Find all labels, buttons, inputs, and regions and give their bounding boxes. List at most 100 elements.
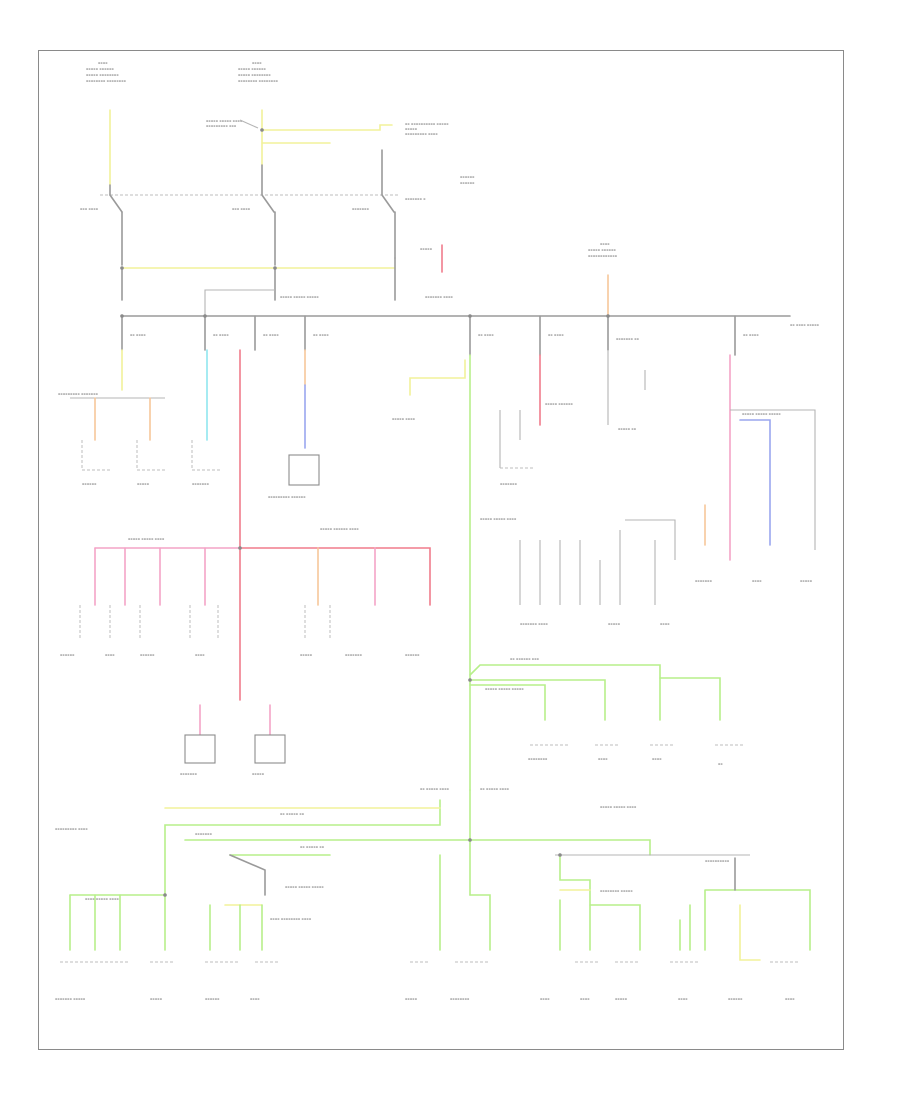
module-a-outline	[81, 440, 112, 471]
module-e-label: ▪▪▪▪▪▪▪	[180, 772, 198, 776]
lower-label-2: ▪▪ ▪▪▪▪▪ ▪▪▪▪	[480, 787, 510, 791]
diagram-frame	[38, 50, 844, 1050]
wire-green-right-branch-2	[469, 679, 606, 721]
fuse-feed-text-right-1: ▪▪▪▪▪ ▪▪▪▪▪▪	[588, 248, 616, 252]
harness-module-label-7: ▪▪▪▪▪▪	[405, 653, 420, 657]
green-branch-label: ▪▪ ▪▪▪▪▪▪ ▪▪▪	[510, 657, 540, 661]
bus-bracket	[204, 289, 275, 316]
fuse-label-2: ▪▪ ▪▪▪▪	[213, 333, 229, 337]
lower-green-network	[69, 789, 811, 961]
wire-far-right-loop	[730, 409, 816, 550]
wire-yellow-center	[409, 359, 466, 396]
bottom-component-label-11: ▪▪▪▪▪▪	[728, 997, 743, 1001]
right-relay-module-label-5: ▪▪▪▪	[752, 579, 762, 583]
module-a-label: ▪▪▪▪▪▪	[82, 482, 97, 486]
bottom-component-label-3: ▪▪▪▪▪▪	[205, 997, 220, 1001]
right-relay-module-label-6: ▪▪▪▪▪	[800, 579, 813, 583]
harness-mid-label: ▪▪▪▪▪ ▪▪▪▪▪▪ ▪▪▪▪	[320, 527, 359, 531]
right-relay-drops	[519, 530, 656, 605]
ignition-sw-label-1: ▪▪ ▪▪▪▪▪▪▪▪▪▪ ▪▪▪▪▪	[405, 122, 449, 126]
fuse-feed-label-mid: ▪▪▪▪	[252, 61, 262, 65]
fuse-drops: ▪▪ ▪▪▪▪ ▪▪ ▪▪▪▪ ▪▪ ▪▪▪▪ ▪▪ ▪▪▪▪ ▪▪ ▪▪▪▪ …	[121, 315, 759, 356]
harness-module-label-3: ▪▪▪▪▪▪	[140, 653, 155, 657]
bottom-component-label-8: ▪▪▪▪	[580, 997, 590, 1001]
right-relay-label: ▪▪▪▪▪ ▪▪▪▪▪ ▪▪▪▪	[480, 517, 517, 521]
module-e-box	[184, 734, 216, 764]
green-splice-label: ▪▪▪▪▪ ▪▪▪▪▪ ▪▪▪▪▪	[485, 687, 524, 691]
bottom-component-label-9: ▪▪▪▪▪	[615, 997, 628, 1001]
harness-left-label: ▪▪▪▪▪ ▪▪▪▪▪ ▪▪▪▪	[128, 537, 165, 541]
lower-label-1: ▪▪ ▪▪▪▪▪ ▪▪▪▪	[420, 787, 450, 791]
module-f-box	[254, 734, 286, 764]
wire-blue-far-right	[739, 419, 771, 546]
center-label: ▪▪▪▪▪ ▪▪▪▪	[392, 417, 416, 421]
wire-green-right-branch-3	[469, 684, 546, 721]
module-b-label: ▪▪▪▪▪	[137, 482, 150, 486]
right-relay-module-label-3: ▪▪▪▪	[660, 622, 670, 626]
bottom-component-label-6: ▪▪▪▪▪▪▪▪	[450, 997, 470, 1001]
bottom-component-label-7: ▪▪▪▪	[540, 997, 550, 1001]
harness-module-label-2: ▪▪▪▪	[105, 653, 115, 657]
wire-green-bottom-mid-drops	[209, 904, 263, 951]
fuse-feed-text-mid-1: ▪▪▪▪▪ ▪▪▪▪▪▪	[238, 67, 266, 71]
right-module-label-2: ▪▪▪▪	[598, 757, 608, 761]
leader-line-splice	[239, 119, 259, 129]
fuse-feed-label-right: ▪▪▪▪	[600, 242, 610, 246]
right-module-label-3: ▪▪▪▪	[652, 757, 662, 761]
right-relay-frame	[625, 519, 676, 560]
wire-green-bottom-left-drops	[69, 894, 166, 951]
fuse-label-7: ▪▪▪▪▪▪▪ ▪▪	[616, 337, 640, 341]
bottom-component-label-2: ▪▪▪▪▪	[150, 997, 163, 1001]
switch-pos-1: ▪▪▪ ▪▪▪▪	[80, 207, 99, 211]
module-rail-label: ▪▪▪▪▪▪▪▪▪ ▪▪▪▪▪▪▪	[58, 392, 99, 396]
bus-end-label: ▪▪ ▪▪▪▪ ▪▪▪▪▪	[790, 323, 820, 327]
module-d-label: ▪▪▪▪▪▪▪	[500, 482, 518, 486]
bottom-component-label-5: ▪▪▪▪▪	[405, 997, 418, 1001]
fuse-label-6: ▪▪ ▪▪▪▪	[548, 333, 564, 337]
harness-module-label-1: ▪▪▪▪▪▪	[60, 653, 75, 657]
switch-pos-4: ▪▪▪▪▪▪▪ ▪	[405, 197, 426, 201]
ignition-switch-label-1: ▪▪▪▪▪▪	[460, 175, 475, 179]
far-right-splice-label: ▪▪▪▪▪ ▪▪▪▪▪ ▪▪▪▪▪	[742, 412, 781, 416]
relay-box	[288, 454, 320, 486]
wire-green-bottom-center-drops	[439, 854, 491, 951]
fuse-feed-label-left: ▪▪▪▪	[98, 61, 108, 65]
harness-module-label-6: ▪▪▪▪▪▪▪	[345, 653, 363, 657]
fuse-feed-text-left-1: ▪▪▪▪▪ ▪▪▪▪▪▪	[86, 67, 114, 71]
fuse-label-3: ▪▪ ▪▪▪▪	[263, 333, 279, 337]
ignition-sw-label-3: ▪▪▪▪▪▪▪▪▪ ▪▪▪▪	[405, 132, 438, 136]
wire-green-right-bus	[469, 839, 651, 856]
wire-green-right-branch-4	[659, 677, 721, 721]
red-stub-label: ▪▪▪▪▪	[420, 247, 433, 251]
bottom-component-label-1: ▪▪▪▪▪▪▪ ▪▪▪▪▪	[55, 997, 86, 1001]
lower-label-9: ▪▪▪▪▪ ▪▪▪▪▪ ▪▪▪▪	[600, 805, 637, 809]
lower-label-4: ▪▪ ▪▪▪▪▪ ▪▪	[280, 812, 305, 816]
module-f-label: ▪▪▪▪▪	[252, 772, 265, 776]
fuse-feed-text-right-2: ▪▪▪▪▪▪▪▪▪▪▪▪	[588, 254, 618, 258]
switch-pos-2: ▪▪▪ ▪▪▪▪	[232, 207, 251, 211]
wire-green-bottom-far-right-2	[679, 904, 691, 951]
ignition-switch: ▪▪▪▪▪▪ ▪▪▪▪▪▪ ▪▪▪ ▪▪▪▪ ▪▪▪ ▪▪▪▪ ▪▪▪▪▪▪▪ …	[80, 149, 475, 266]
bottom-component-label-12: ▪▪▪▪	[785, 997, 795, 1001]
bus-center-label: ▪▪▪▪▪▪▪ ▪▪▪▪	[425, 295, 453, 299]
fuse-label-1: ▪▪ ▪▪▪▪	[130, 333, 146, 337]
wire-green-bottom-right-a	[559, 854, 591, 951]
right-relay-module-label-1: ▪▪▪▪▪▪▪ ▪▪▪▪	[520, 622, 548, 626]
splice-label-top: ▪▪▪▪▪ ▪▪▪▪▪ ▪▪▪▪	[206, 119, 243, 123]
fuse-feed-text-mid-2: ▪▪▪▪▪ ▪▪▪▪▪▪▪▪	[238, 73, 271, 77]
wire-green-lower-left	[164, 799, 441, 896]
module-c-label: ▪▪▪▪▪▪▪	[192, 482, 210, 486]
fuse-label-5: ▪▪ ▪▪▪▪	[478, 333, 494, 337]
lower-label-6: ▪▪ ▪▪▪▪▪ ▪▪	[300, 845, 325, 849]
bottom-component-label-4: ▪▪▪▪	[250, 997, 260, 1001]
harness-drops	[79, 547, 376, 640]
right-module-label: ▪▪▪▪▪ ▪▪	[618, 427, 637, 431]
wire-yellow-bottom-far-right	[739, 904, 761, 961]
module-c-outline	[191, 440, 222, 471]
lower-label-8: ▪▪▪▪ ▪▪▪▪▪▪▪▪ ▪▪▪▪	[270, 917, 312, 921]
fuse-feed-text-left-2: ▪▪▪▪▪ ▪▪▪▪▪▪▪▪	[86, 73, 119, 77]
lower-label-12: ▪▪▪▪ ▪▪▪▪▪ ▪▪▪▪	[85, 897, 120, 901]
right-relay-module-label-4: ▪▪▪▪▪▪▪	[695, 579, 713, 583]
splice-label-top-2: ▪▪▪▪▪▪▪▪▪ ▪▪▪	[206, 124, 237, 128]
right-module-label-4: ▪▪	[718, 762, 723, 766]
